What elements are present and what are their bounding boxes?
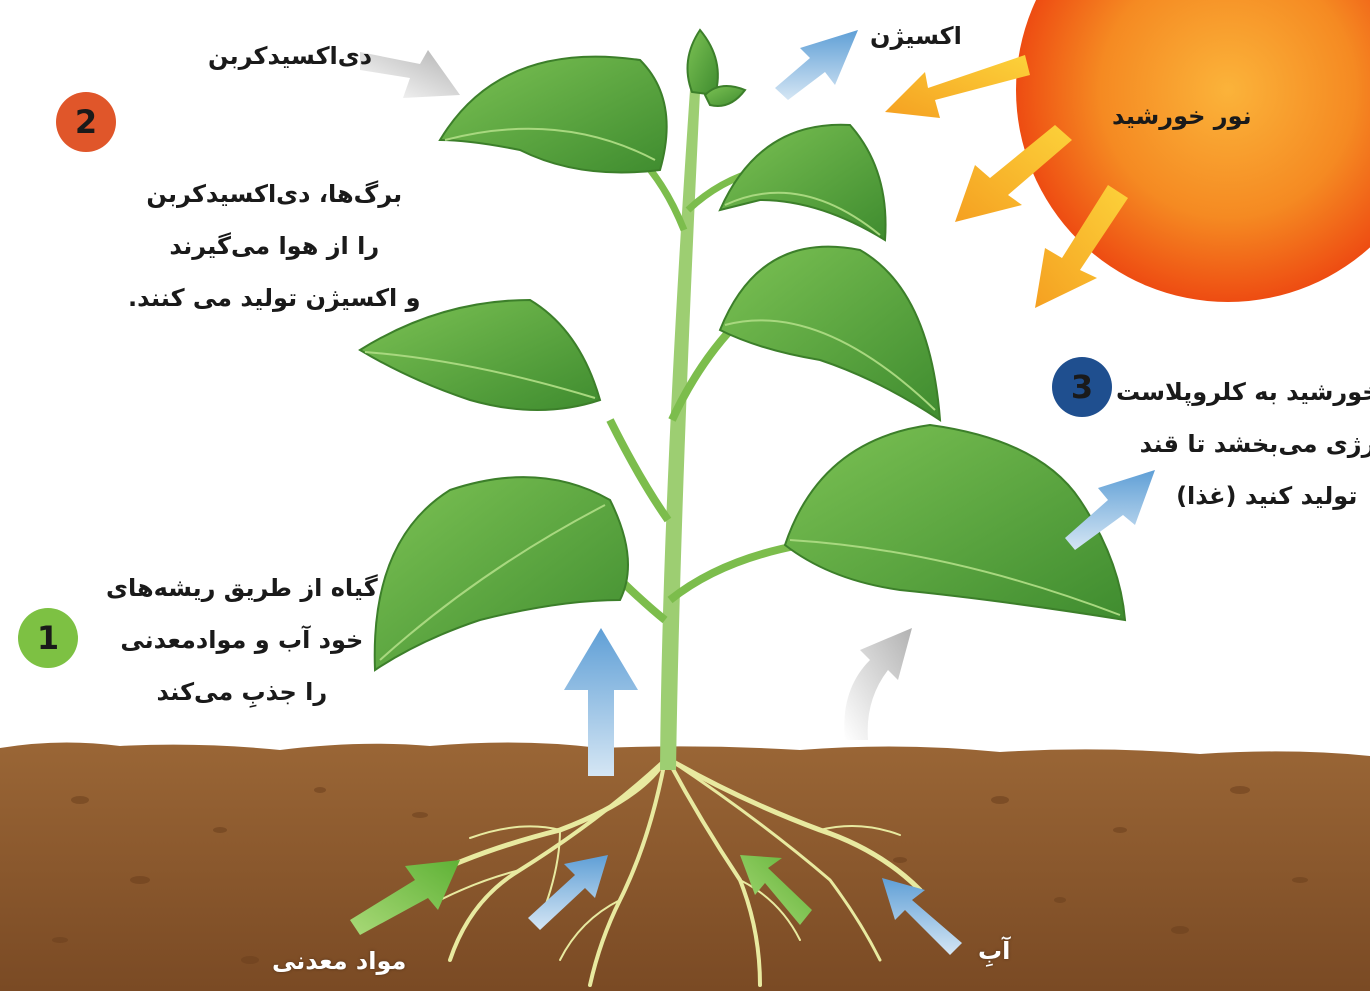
step-3-line-1: نورخورشید به کلروپلاست bbox=[1116, 366, 1370, 418]
step-3-badge: 3 bbox=[1052, 357, 1112, 417]
water-label: آبِ bbox=[978, 925, 1010, 977]
leaves bbox=[360, 30, 1125, 670]
step-1-line-2: خود آب و موادمعدنی bbox=[106, 614, 378, 666]
step-3-line-3: تولید کنید (غذا) bbox=[1116, 470, 1370, 522]
step-3-line-2: انرژی می‌بخشد تا قند bbox=[1116, 418, 1370, 470]
oxygen-arrow bbox=[775, 30, 858, 100]
step-1-text: گیاه از طریق ریشه‌های خود آب و موادمعدنی… bbox=[106, 562, 378, 718]
transpiration-arrow bbox=[844, 628, 912, 740]
sunlight-label: نور خورشید bbox=[1112, 90, 1252, 142]
step-2-line-1: برگ‌ها، دی‌اکسیدکربن bbox=[128, 168, 421, 220]
carbon-dioxide-label: دی‌اکسیدکربن bbox=[208, 30, 372, 82]
step-1-line-1: گیاه از طریق ریشه‌های bbox=[106, 562, 378, 614]
step-2-line-3: و اکسیژن تولید می کنند. bbox=[128, 272, 421, 324]
step-3-text: نورخورشید به کلروپلاست انرژی می‌بخشد تا … bbox=[1116, 366, 1370, 522]
minerals-label: مواد معدنی bbox=[272, 935, 406, 987]
step-2-text: برگ‌ها، دی‌اکسیدکربن را از هوا می‌گیرند … bbox=[128, 168, 421, 324]
step-2-badge: 2 bbox=[56, 92, 116, 152]
step-2-line-2: را از هوا می‌گیرند bbox=[128, 220, 421, 272]
step-1-line-3: را جذبِ می‌کند bbox=[106, 666, 378, 718]
soil bbox=[0, 742, 1370, 991]
carbon-dioxide-arrow bbox=[360, 50, 460, 98]
oxygen-label: اکسیژن bbox=[870, 10, 962, 62]
step-1-badge: 1 bbox=[18, 608, 78, 668]
